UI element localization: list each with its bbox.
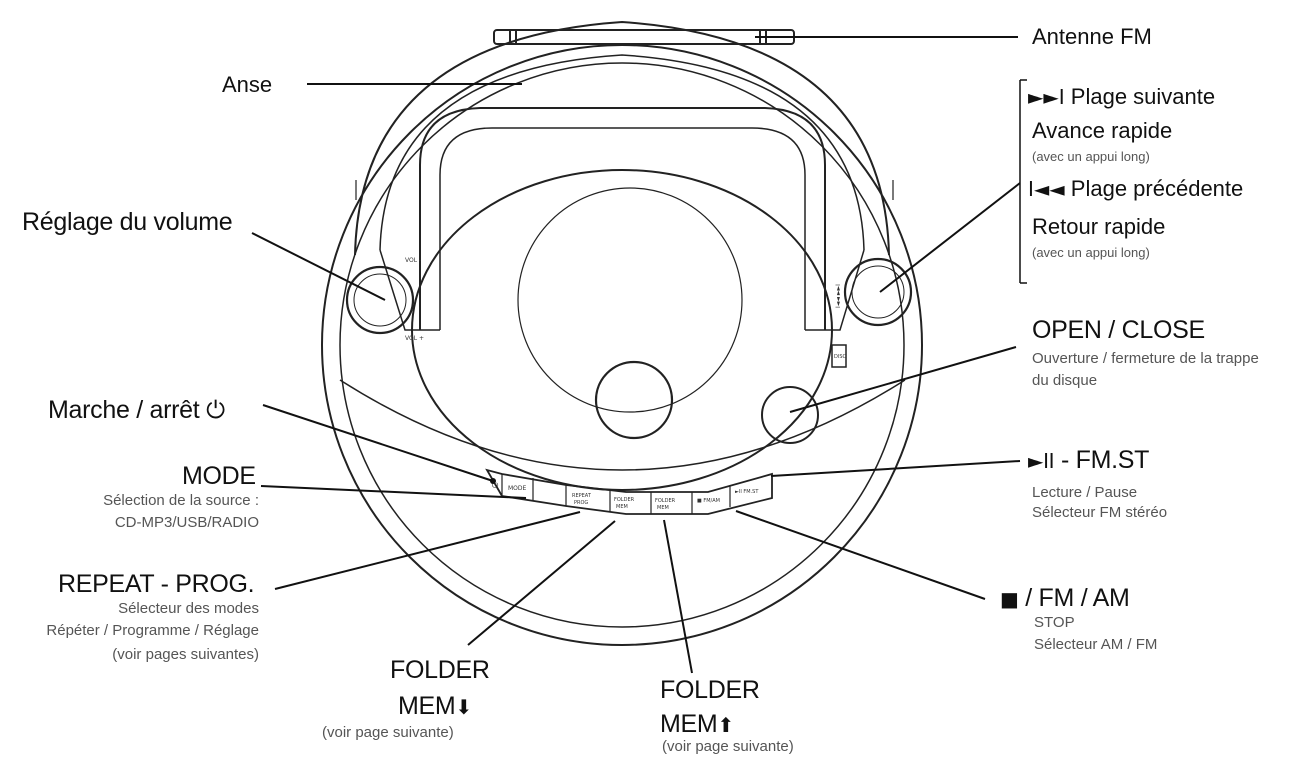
play-pause-icon: ►II bbox=[1028, 449, 1055, 473]
label-fast-forward: Avance rapide bbox=[1032, 118, 1173, 143]
handle-grip-left bbox=[379, 249, 440, 331]
leader-skip bbox=[879, 182, 1021, 293]
leader-volume bbox=[251, 232, 386, 301]
power-icon: ⏻ bbox=[206, 396, 225, 424]
leader-power-dot bbox=[490, 478, 496, 484]
label-mode-desc-1: Sélection de la source : bbox=[103, 492, 259, 509]
label-rewind: Retour rapide bbox=[1032, 214, 1166, 239]
button-bar bbox=[485, 468, 773, 515]
body-inner bbox=[339, 62, 905, 628]
label-stop: ■ / FM / AM bbox=[1000, 584, 1130, 613]
leader-open-close bbox=[789, 346, 1017, 413]
label-next: ►►I Plage suivante bbox=[1028, 84, 1215, 109]
label-prev: I◄◄ Plage précédente bbox=[1028, 176, 1243, 201]
arrow-down-icon: ⬇ bbox=[455, 695, 472, 719]
label-long-press-1: (avec un appui long) bbox=[1032, 149, 1150, 164]
label-open-close-desc-2: du disque bbox=[1032, 372, 1098, 389]
vol-plus-text: VOL + bbox=[405, 335, 424, 342]
leader-mode bbox=[260, 485, 527, 499]
label-stop-desc-2: Sélecteur AM / FM bbox=[1034, 636, 1158, 653]
skip-knob bbox=[843, 257, 913, 327]
front-panel-curve bbox=[339, 379, 906, 471]
stop-icon: ■ bbox=[1000, 587, 1019, 611]
lid-center-knob bbox=[594, 360, 674, 440]
prev-track-icon: I◄◄ bbox=[1028, 177, 1065, 201]
btn-play-text: ►II FM.ST bbox=[735, 489, 759, 495]
leader-repeat bbox=[274, 511, 581, 590]
label-folder-up-text: MEM bbox=[660, 710, 718, 738]
label-power-text: Marche / arrêt bbox=[48, 396, 200, 424]
skip-knob-inner bbox=[851, 265, 905, 319]
btn-power-text: ⏻ bbox=[492, 481, 499, 490]
handle-outer bbox=[354, 20, 890, 256]
volume-knob-inner bbox=[353, 273, 407, 327]
label-folder-down-1: FOLDER bbox=[390, 656, 490, 684]
label-repeat-desc-3: (voir pages suivantes) bbox=[112, 646, 259, 663]
btn-folder-down-text-2: MEM bbox=[616, 504, 628, 510]
disc-logo-text: DISC bbox=[834, 354, 846, 360]
btn-folder-up-text-1: FOLDER bbox=[655, 498, 676, 504]
cd-lid-rim bbox=[411, 169, 833, 491]
label-stop-text: / FM / AM bbox=[1025, 584, 1130, 612]
label-prev-text: Plage précédente bbox=[1070, 176, 1244, 201]
label-folder-up-2: MEM⬆ bbox=[660, 710, 734, 739]
label-play-text: - FM.ST bbox=[1060, 446, 1150, 474]
leader-folder-up bbox=[663, 519, 693, 674]
volume-knob bbox=[345, 265, 415, 335]
leader-play bbox=[770, 460, 1021, 477]
next-track-icon: ►►I bbox=[1028, 85, 1065, 109]
skip-text: I◄◄ ►►I bbox=[835, 284, 842, 308]
label-repeat: REPEAT - PROG. bbox=[58, 570, 255, 598]
btn-stop-text: ■ FM/AM bbox=[697, 498, 720, 504]
label-folder-down-2: MEM⬇ bbox=[398, 692, 472, 721]
label-repeat-desc-1: Sélecteur des modes bbox=[118, 600, 259, 617]
antenna bbox=[493, 29, 795, 45]
label-open-close: OPEN / CLOSE bbox=[1032, 316, 1205, 344]
label-play: ►II - FM.ST bbox=[1028, 446, 1149, 475]
label-stop-desc-1: STOP bbox=[1034, 614, 1075, 631]
leader-stop bbox=[735, 510, 986, 600]
handle-loop-inner bbox=[439, 127, 806, 330]
label-long-press-2: (avec un appui long) bbox=[1032, 245, 1150, 260]
disc-logo-box bbox=[831, 344, 847, 368]
btn-repeat-text-1: REPEAT bbox=[572, 493, 592, 499]
btn-folder-up-text-2: MEM bbox=[657, 505, 669, 511]
label-folder-down-note: (voir page suivante) bbox=[322, 724, 454, 741]
label-antenna: Antenne FM bbox=[1032, 24, 1152, 49]
open-close-button-shape bbox=[761, 386, 819, 444]
label-power: Marche / arrêt ⏻ bbox=[48, 396, 225, 425]
label-play-desc-1: Lecture / Pause bbox=[1032, 484, 1138, 501]
leader-folder-down bbox=[467, 520, 616, 646]
label-mode-desc-2: CD-MP3/USB/RADIO bbox=[114, 514, 259, 531]
btn-folder-down-text-1: FOLDER bbox=[614, 497, 635, 503]
label-play-desc-2: Sélecteur FM stéréo bbox=[1032, 504, 1168, 521]
label-folder-down-text: MEM bbox=[398, 692, 456, 720]
label-open-close-desc-1: Ouverture / fermeture de la trappe bbox=[1032, 350, 1259, 367]
handle-inner bbox=[379, 54, 865, 251]
handle-grip-right bbox=[805, 249, 865, 331]
arrow-up-icon: ⬆ bbox=[717, 713, 734, 737]
label-next-text: Plage suivante bbox=[1070, 84, 1216, 109]
handle-loop bbox=[419, 107, 826, 330]
btn-repeat-text-2: PROG bbox=[574, 500, 588, 506]
label-repeat-desc-2: Répéter / Programme / Réglage bbox=[46, 622, 259, 639]
cd-window bbox=[517, 187, 743, 413]
vol-minus-text: VOL - bbox=[405, 257, 421, 264]
label-handle: Anse bbox=[222, 72, 273, 97]
leader-power bbox=[262, 404, 494, 482]
label-mode: MODE bbox=[182, 462, 256, 490]
btn-mode-text: MODE bbox=[508, 485, 527, 492]
label-volume: Réglage du volume bbox=[22, 208, 233, 236]
label-folder-up-1: FOLDER bbox=[660, 676, 760, 704]
label-folder-up-note: (voir page suivante) bbox=[662, 738, 794, 755]
